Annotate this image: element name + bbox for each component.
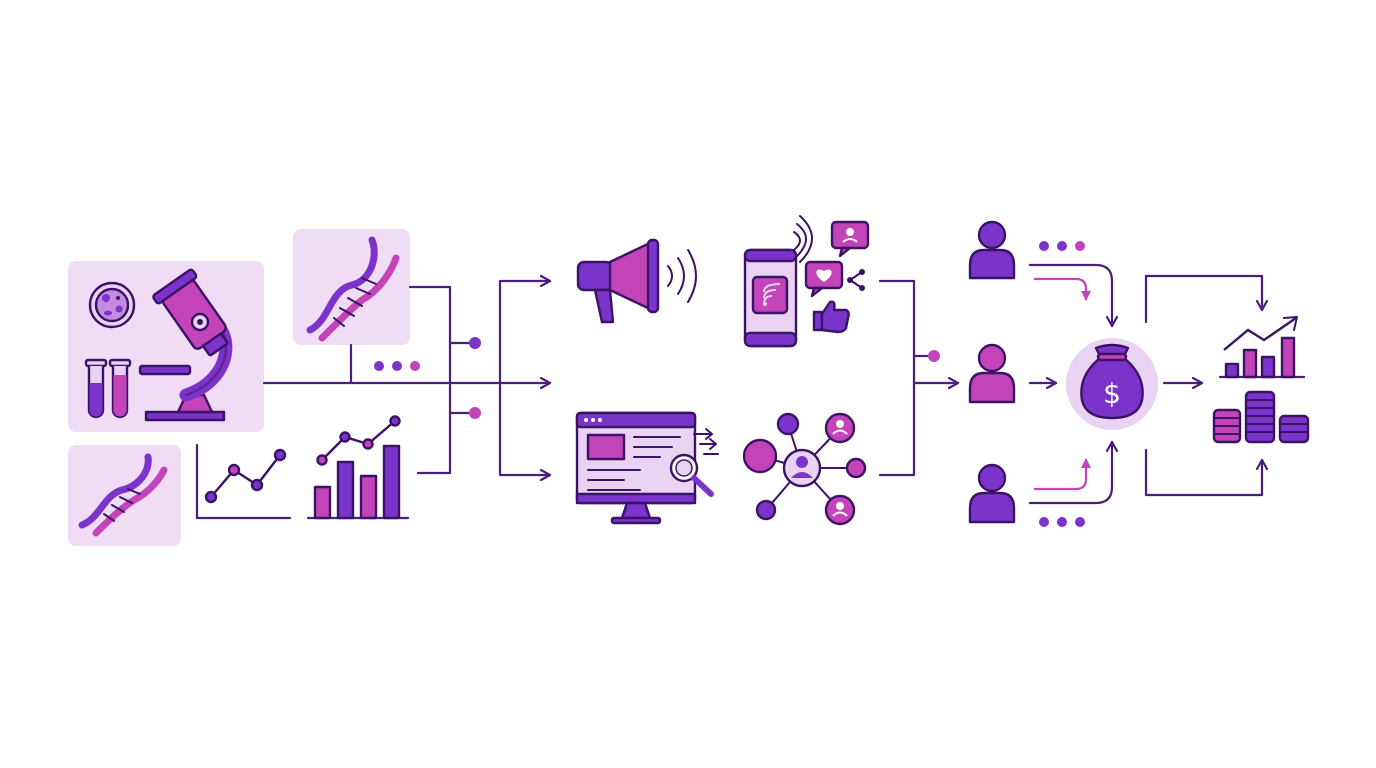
website-monitor-icon xyxy=(575,411,719,525)
dna-icon xyxy=(306,236,400,342)
person-icon xyxy=(968,463,1016,524)
marketing-stage xyxy=(575,215,870,526)
customers-stage xyxy=(968,220,1085,527)
dna-icon xyxy=(78,453,168,537)
growth-chart-icon xyxy=(1218,316,1306,379)
ellipsis-dots xyxy=(1039,517,1085,527)
line-chart-icon xyxy=(195,443,292,520)
research-stage xyxy=(68,229,420,546)
connector-customers-to-revenue xyxy=(1028,263,1112,505)
bar-chart-icon xyxy=(306,415,410,520)
connector-research-to-marketing xyxy=(262,281,552,475)
ellipsis-dots xyxy=(1039,241,1085,251)
test-tubes-icon xyxy=(84,358,132,419)
microscope-icon xyxy=(138,268,233,422)
coin-stacks-icon xyxy=(1212,390,1310,444)
network-icon xyxy=(742,412,867,526)
dna-panel-bottom xyxy=(68,445,181,546)
money-bag-icon: $ xyxy=(1066,338,1158,430)
revenue-stage: $ xyxy=(1066,274,1310,497)
connector-marketing-to-customers xyxy=(878,279,960,477)
ellipsis-dots xyxy=(374,361,420,371)
smartphone-icon xyxy=(743,248,798,348)
social-media-icon xyxy=(793,215,870,334)
person-icon xyxy=(968,220,1016,280)
megaphone-icon xyxy=(576,238,697,324)
person-icon xyxy=(968,343,1016,404)
petri-dish-icon xyxy=(88,281,136,329)
dollar-sign: $ xyxy=(1103,377,1121,410)
